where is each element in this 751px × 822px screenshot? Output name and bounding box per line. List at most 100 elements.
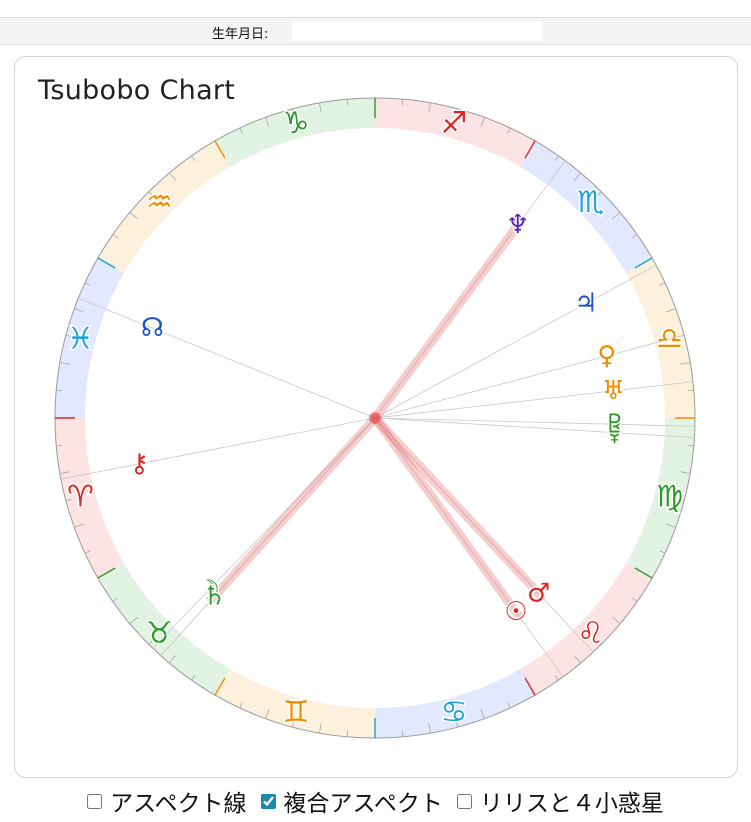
degree-tick [129, 212, 138, 220]
saturn-icon: ♄ [203, 581, 226, 611]
degree-tick [631, 234, 638, 239]
degree-tick [346, 99, 349, 106]
degree-tick [680, 471, 691, 474]
guide-line-moon [152, 417, 376, 649]
dob-label: 生年月日: [212, 27, 269, 42]
sign-band-pisces [55, 258, 124, 418]
guide-line-neptune [374, 160, 566, 419]
degree-tick [596, 191, 602, 197]
degree-tick [74, 308, 84, 313]
aspect-band-saturn [207, 413, 380, 604]
degree-tick [480, 709, 485, 719]
degree-tick [84, 282, 91, 286]
aspect-lines-label: アスペクト線 [110, 791, 247, 817]
degree-tick [291, 721, 295, 728]
aspect-lines-checkbox[interactable] [87, 793, 103, 809]
degree-tick [455, 721, 459, 728]
degree-tick [507, 702, 511, 709]
pisces-icon: ♓ [67, 322, 94, 357]
degree-tick [573, 655, 581, 664]
degree-tick [59, 471, 70, 474]
degree-tick [612, 212, 621, 220]
degree-tick [631, 597, 638, 602]
sign-band-libra [626, 258, 695, 418]
sign-band-cancer [375, 669, 535, 738]
cancer-icon: ♋ [440, 695, 467, 730]
sign-band-capricorn [215, 98, 375, 167]
degree-tick [265, 709, 270, 719]
degree-tick [148, 639, 154, 645]
degree-tick [346, 730, 349, 737]
center-point [369, 412, 381, 424]
degree-tick [169, 655, 177, 664]
degree-tick [666, 523, 676, 528]
sign-band-taurus [97, 563, 230, 696]
sign-band-sagittarius [375, 98, 535, 167]
dob-input[interactable] [292, 21, 542, 41]
degree-tick [319, 723, 322, 734]
node-icon: ☊ [141, 313, 164, 343]
composite-aspect-label: 複合アスペクト [283, 791, 443, 817]
degree-tick [596, 639, 602, 645]
degree-tick [680, 362, 691, 365]
degree-tick [554, 674, 559, 681]
degree-tick [666, 308, 676, 313]
degree-tick [573, 172, 581, 181]
composite-aspect-checkbox[interactable] [260, 793, 276, 809]
jupiter-icon: ♃ [574, 288, 597, 318]
degree-tick [554, 155, 559, 162]
capricorn-icon: ♑ [283, 106, 310, 141]
chiron-icon: ⚷ [130, 449, 149, 479]
aquarius-icon: ♒ [146, 185, 173, 220]
degree-tick [524, 677, 536, 696]
aries-icon: ♈ [67, 479, 94, 514]
degree-tick [214, 140, 226, 159]
scorpio-icon: ♏ [577, 185, 604, 220]
guide-line-mercury [374, 417, 695, 438]
aspect-lines-option[interactable]: アスペクト線 [87, 784, 247, 818]
degree-tick [65, 334, 72, 338]
aspect-band-mars [370, 413, 546, 601]
degree-tick [59, 362, 70, 365]
degree-tick [687, 389, 694, 392]
degree-tick [455, 108, 459, 115]
guide-line-saturn [160, 417, 376, 657]
header-bar: 生年月日: [0, 17, 751, 45]
degree-tick [524, 140, 536, 159]
sun-icon: ☉ [504, 597, 527, 627]
degree-tick [291, 108, 295, 115]
chart-wheel: ♈♉♊♋♌♍♎♏♐♑♒♓☉☽☿♀♂♃♄♅♆♇☊⚷ [54, 97, 696, 739]
degree-tick [612, 616, 621, 624]
degree-tick [239, 702, 243, 709]
degree-tick [428, 723, 431, 734]
degree-tick [634, 257, 653, 269]
degree-tick [97, 567, 116, 579]
degree-tick [112, 234, 119, 239]
degree-tick [659, 282, 666, 286]
degree-tick [148, 191, 154, 197]
sagittarius-icon: ♐ [440, 106, 467, 141]
virgo-icon: ♍ [656, 479, 683, 514]
leo-icon: ♌ [577, 616, 604, 651]
sign-band-aries [55, 418, 124, 578]
chart-title: Tsubobo Chart [38, 75, 236, 106]
gemini-icon: ♊ [283, 695, 310, 730]
lilith-asteroids-label: リリスと４小惑星 [479, 791, 664, 817]
aspect-band-neptune [370, 217, 525, 423]
sign-band-scorpio [520, 140, 653, 273]
lilith-asteroids-option[interactable]: リリスと４小惑星 [456, 784, 664, 818]
guide-line-jupiter [374, 264, 657, 419]
composite-aspect-option[interactable]: 複合アスペクト [260, 784, 443, 818]
sign-band-leo [520, 563, 653, 696]
degree-tick [678, 498, 685, 502]
sign-band-aquarius [97, 140, 230, 273]
degree-tick [56, 389, 63, 392]
lilith-asteroids-checkbox[interactable] [456, 793, 472, 809]
degree-tick [56, 444, 63, 447]
degree-tick [214, 677, 226, 696]
degree-tick [191, 674, 196, 681]
option-controls: アスペクト線 複合アスペクト リリスと４小惑星 [0, 784, 751, 818]
degree-tick [480, 117, 485, 127]
guide-line-venus [374, 334, 685, 419]
guide-line-sun [374, 417, 564, 678]
